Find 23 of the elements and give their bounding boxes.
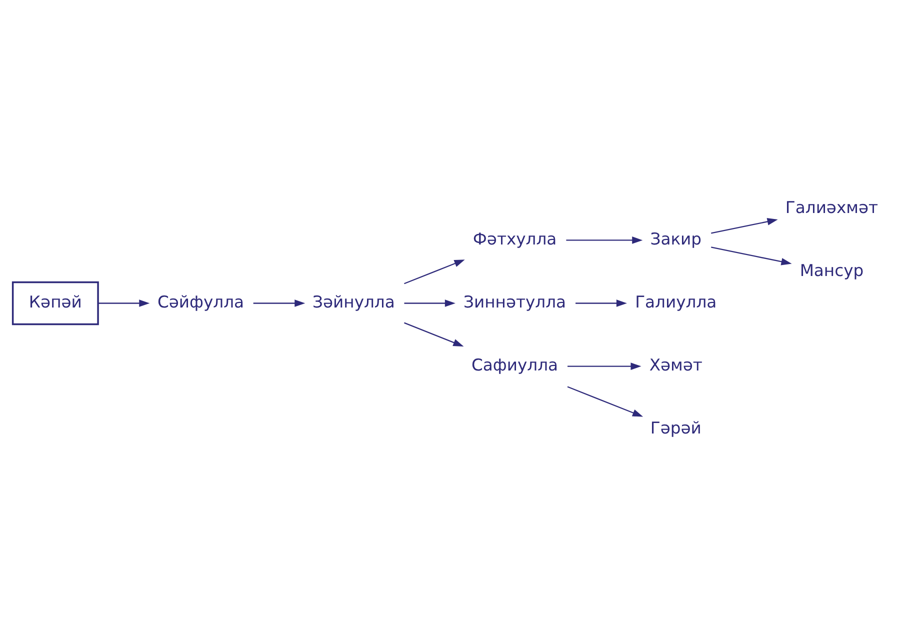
node-text: Хәмәт — [649, 355, 702, 374]
arrow — [404, 322, 464, 346]
arrow — [576, 299, 627, 306]
arrow — [98, 299, 150, 306]
node-text: Сәйфулла — [157, 292, 244, 312]
arrow — [404, 299, 456, 306]
arrow — [566, 236, 643, 244]
node-text: Фәтхулла — [472, 229, 557, 248]
arrow — [711, 246, 792, 265]
arrow — [568, 362, 642, 370]
arrow — [253, 299, 306, 306]
arrow — [711, 218, 778, 234]
node-text: Галиулла — [635, 292, 717, 312]
node-text: Зәйнулла — [312, 292, 395, 312]
node-text: Галиәхмәт — [785, 198, 878, 216]
node-text: Мансур — [800, 260, 864, 280]
node-box: Кәпәй — [12, 280, 99, 325]
arrow — [567, 386, 644, 416]
node-text: Закир — [650, 229, 702, 248]
node-text: Зиннәтулла — [464, 292, 566, 312]
arrow — [404, 259, 465, 284]
node-text: Сафиулла — [472, 355, 558, 374]
node-text: Гәрәй — [650, 418, 702, 438]
